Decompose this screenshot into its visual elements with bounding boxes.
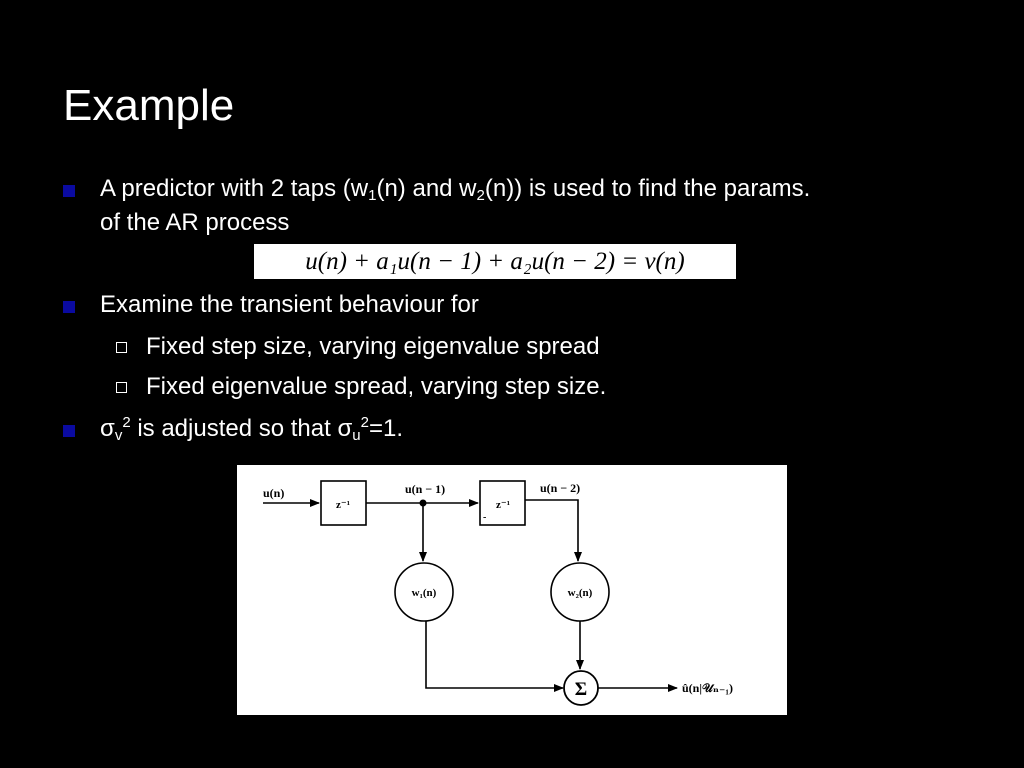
bullet-predictor-line1: A predictor with 2 taps (w1(n) and w2(n)… <box>100 172 810 206</box>
bullet-text: (n)) is used to find the params. <box>484 175 811 202</box>
delay2-label: z⁻¹ <box>496 499 510 511</box>
delay1-label: z⁻¹ <box>336 499 350 511</box>
bullet-square-icon <box>63 425 75 437</box>
small-mark: - <box>483 512 486 523</box>
bullet-text: (n) and w <box>376 175 477 202</box>
subscript: v <box>114 427 123 444</box>
superscript: 2 <box>122 414 131 431</box>
sigma-symbol: σ <box>100 415 115 442</box>
slide-title: Example <box>63 81 235 130</box>
sub-bullet-box-icon <box>116 342 127 353</box>
weight1-label: w₁(n) <box>412 587 437 599</box>
bullet-predictor-line2: of the AR process <box>100 209 290 236</box>
subscript: 2 <box>476 187 485 204</box>
bullet-text: is adjusted so that σ <box>130 415 353 442</box>
tap1-signal-label: u(n − 1) <box>405 482 445 496</box>
sub-bullet-box-icon <box>116 382 127 393</box>
output-label: û(n|𝒰ₙ₋₁) <box>682 681 733 695</box>
bullet-text: A predictor with 2 taps (w <box>100 175 369 202</box>
input-label: u(n) <box>263 486 284 500</box>
predictor-block-diagram: u(n) z⁻¹ u(n − 1) z⁻¹ - u(n − 2) w₁(n) w… <box>237 465 787 715</box>
subscript: u <box>352 427 361 444</box>
sum-symbol: Σ <box>575 679 587 700</box>
delay2-block <box>479 480 526 526</box>
delay2-output-line <box>525 499 582 562</box>
subscript: 1 <box>368 187 377 204</box>
bullet-transient: Examine the transient behaviour for <box>100 291 479 318</box>
ar-process-equation: u(n) + a₁u(n − 1) + a₂u(n − 2) = ν(n) <box>254 244 736 279</box>
bullet-sigma: σv2 is adjusted so that σu2=1. <box>100 412 403 446</box>
weight1-to-sum-arrow <box>425 621 564 692</box>
weight1-node <box>394 562 454 622</box>
bullet-square-icon <box>63 301 75 313</box>
sub-bullet-fixed-eigen: Fixed eigenvalue spread, varying step si… <box>146 373 607 400</box>
bullet-square-icon <box>63 185 75 197</box>
weight2-label: w₂(n) <box>568 587 593 599</box>
sub-bullet-fixed-step: Fixed step size, varying eigenvalue spre… <box>146 333 600 360</box>
superscript: 2 <box>360 414 369 431</box>
diagram-svg: u(n) z⁻¹ u(n − 1) z⁻¹ - u(n − 2) w₁(n) w… <box>263 480 733 706</box>
tap2-signal-label: u(n − 2) <box>540 481 580 495</box>
bullet-text: =1. <box>368 415 403 442</box>
